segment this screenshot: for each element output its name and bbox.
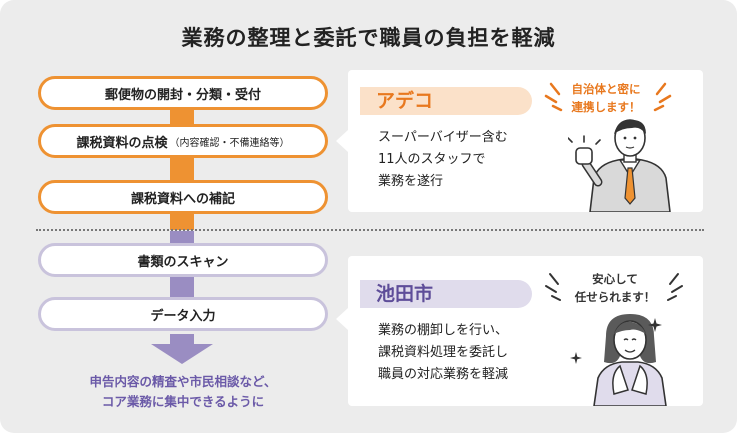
card-pointer [336, 130, 348, 152]
speech-line: 安心して [592, 272, 638, 286]
step-label: 郵便物の開封・分類・受付 [104, 87, 261, 103]
connector-4 [170, 231, 194, 243]
step-label: 課税資料の点検 [76, 135, 168, 151]
connector-2 [170, 158, 194, 180]
sparkle-icon [648, 318, 662, 332]
step-scan: 書類のスキャン [38, 243, 328, 277]
speech-line: 自治体と密に [571, 82, 641, 96]
step-document-annotation: 課税資料への補記 [38, 180, 328, 214]
adeco-name: アデコ [360, 87, 532, 115]
sparkle-icon [570, 352, 582, 364]
adeco-description: スーパーバイザー含む 11人のスタッフで 業務を遂行 [378, 127, 508, 193]
adeco-card: アデコ スーパーバイザー含む 11人のスタッフで 業務を遂行 自治体と密に 連携… [336, 70, 703, 212]
ikeda-speech: 安心して 任せられます！ [570, 270, 660, 306]
desc-line: スーパーバイザー含む [378, 130, 508, 145]
step-label: データ入力 [150, 308, 216, 324]
step-note: （内容確認・不備連絡等） [169, 137, 290, 149]
divider-line [36, 229, 704, 231]
goal-line-2: コア業務に集中できるように [101, 394, 265, 409]
emphasis-lines-icon [545, 273, 683, 301]
step-document-check: 課税資料の点検 （内容確認・不備連絡等） [38, 124, 328, 158]
connector-5 [170, 277, 194, 297]
connector-1 [170, 110, 194, 124]
goal-line-1: 申告内容の精査や市民相談など、 [89, 374, 277, 389]
desc-line: 業務を遂行 [378, 174, 444, 189]
card-pointer [336, 308, 348, 330]
arrow-down-icon [151, 334, 213, 364]
step-label: 書類のスキャン [137, 254, 229, 270]
connector-3 [170, 214, 194, 230]
step-label: 課税資料への補記 [130, 191, 235, 207]
step-mail-handling: 郵便物の開封・分類・受付 [38, 76, 328, 110]
goal-text: 申告内容の精査や市民相談など、 コア業務に集中できるように [28, 372, 338, 412]
ikeda-description: 業務の棚卸しを行い、 課税資料処理を委託し 職員の対応業務を軽減 [378, 320, 508, 386]
desc-line: 職員の対応業務を軽減 [378, 367, 509, 382]
speech-line: 連携します！ [571, 100, 641, 114]
desc-line: 課税資料処理を委託し [378, 345, 509, 360]
speech-line: 任せられます！ [574, 290, 656, 304]
businesswoman-hands-icon [593, 314, 667, 406]
step-data-entry: データ入力 [38, 297, 328, 331]
adeco-speech: 自治体と密に 連携します！ [566, 80, 646, 116]
ikeda-card: 池田市 業務の棚卸しを行い、 課税資料処理を委託し 職員の対応業務を軽減 安心し… [336, 256, 703, 406]
desc-line: 業務の棚卸しを行い、 [378, 323, 509, 338]
businessman-fist-icon [568, 119, 671, 212]
ikeda-name: 池田市 [360, 280, 532, 308]
diagram-title: 業務の整理と委託で職員の負担を軽減 [181, 26, 556, 50]
desc-line: 11人のスタッフで [378, 152, 486, 167]
emphasis-lines-icon [544, 82, 672, 112]
